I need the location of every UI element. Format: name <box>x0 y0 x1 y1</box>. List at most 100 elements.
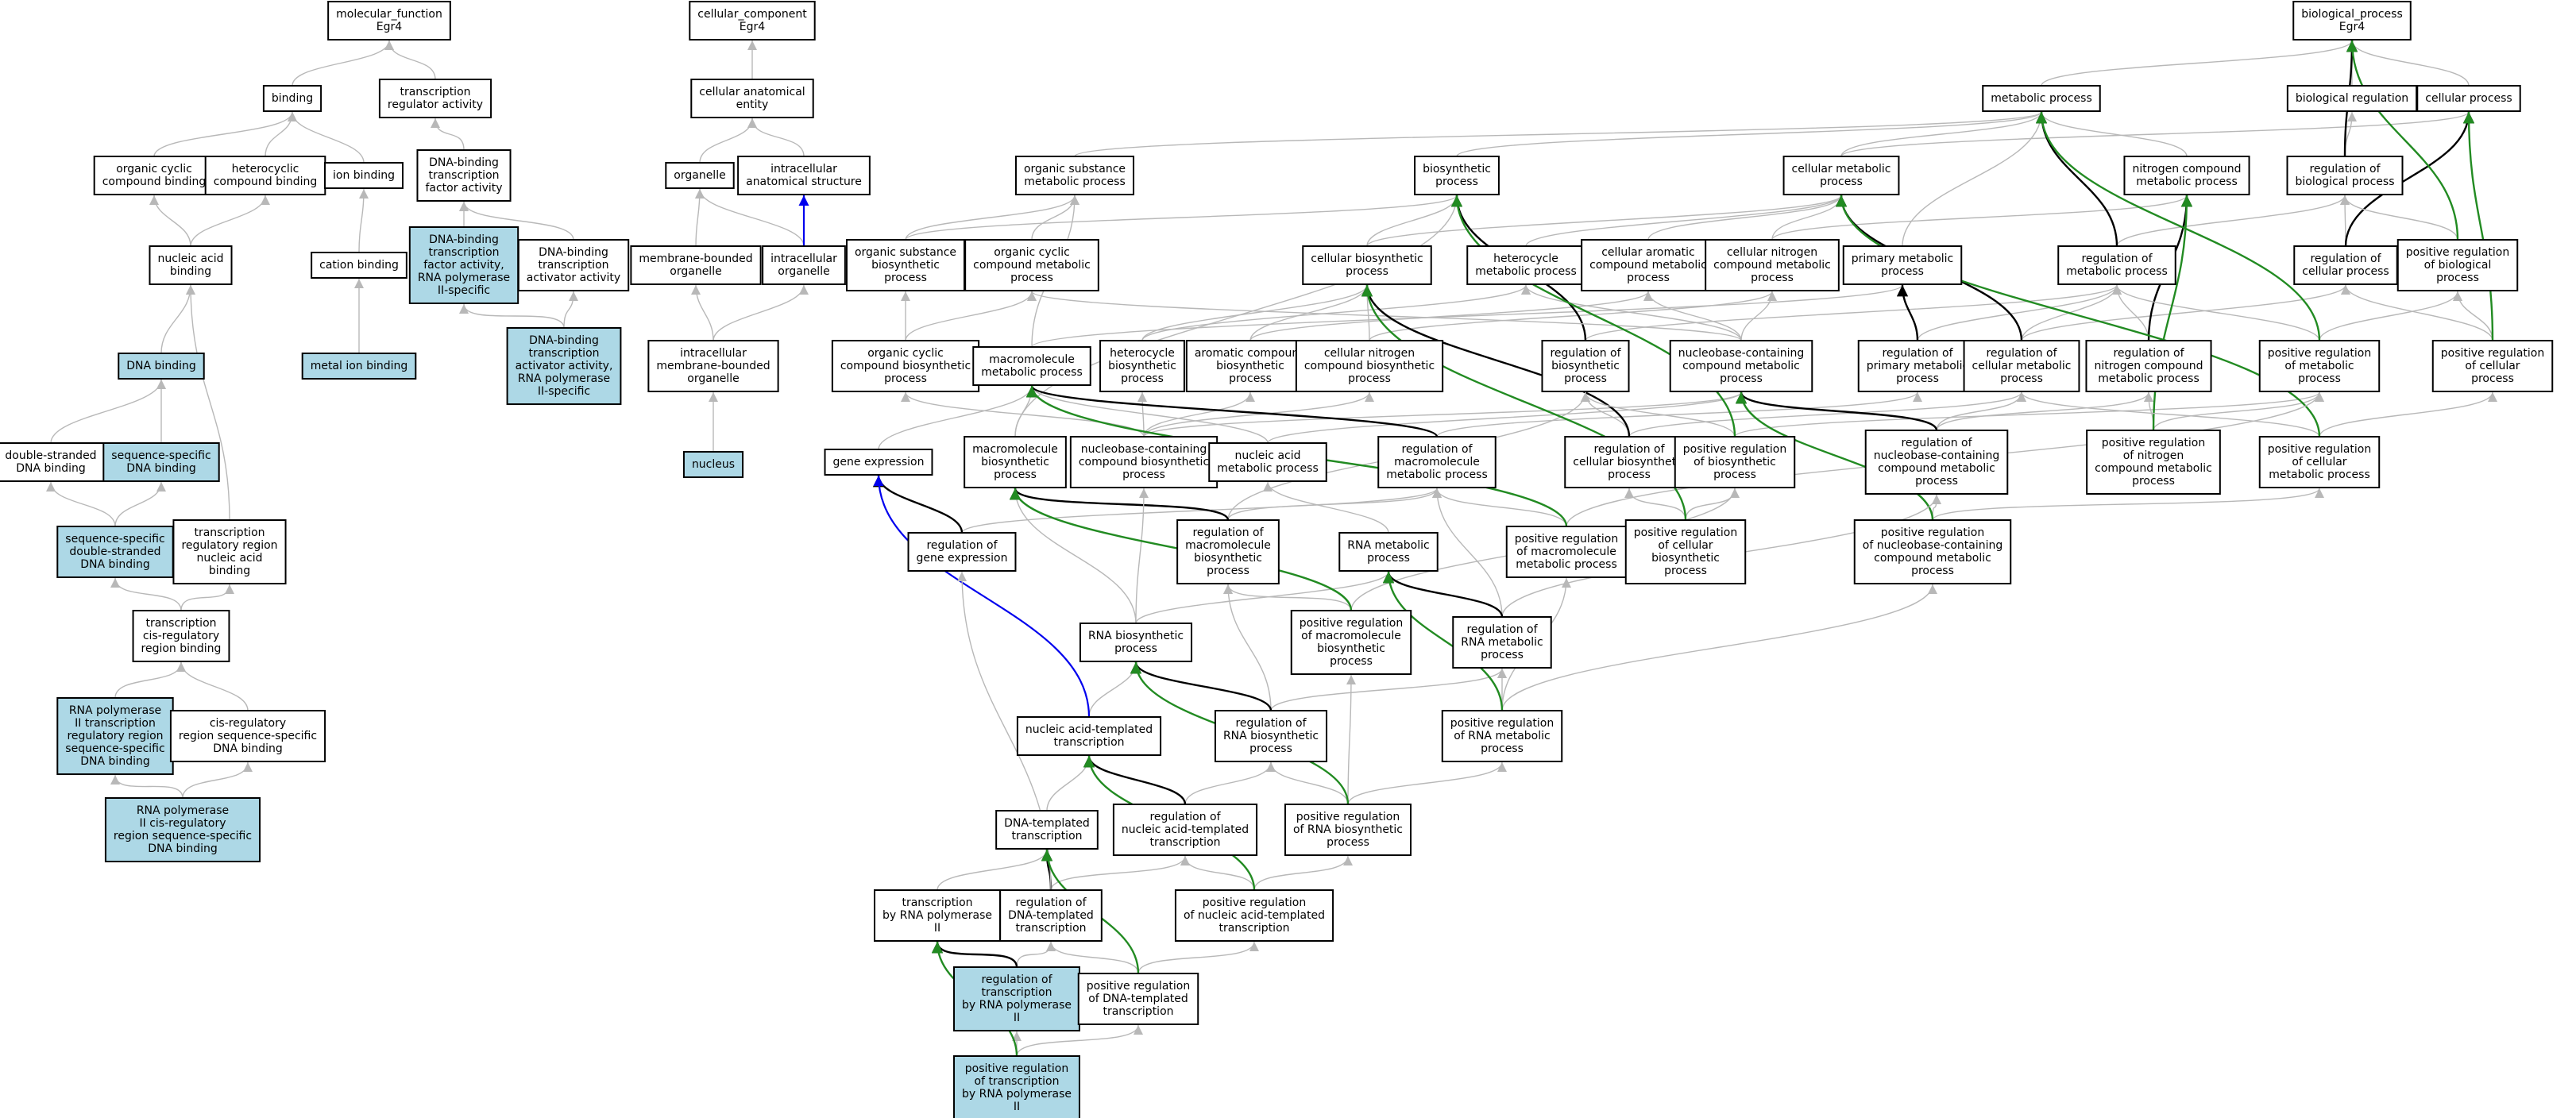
go-term-node-bioreg[interactable]: biological regulation <box>2286 85 2418 112</box>
node-label-line: cellular process <box>2302 265 2389 278</box>
go-term-node-metb[interactable]: metal ion binding <box>301 353 417 380</box>
edge-is-a-cmp-to-metproc <box>1840 111 2046 157</box>
go-term-node-regnbcmp[interactable]: regulation ofnucleobase-containingcompou… <box>1864 430 2009 495</box>
go-term-node-cellproc[interactable]: cellular process <box>2416 85 2521 112</box>
go-term-node-dnab[interactable]: DNA binding <box>118 353 205 380</box>
go-term-node-catb[interactable]: cation binding <box>311 252 407 279</box>
node-label-line: nucleobase-containing <box>1081 443 1207 456</box>
go-term-node-binding[interactable]: binding <box>262 85 322 112</box>
go-term-node-organelle[interactable]: organelle <box>665 162 735 189</box>
go-term-node-ionb[interactable]: ion binding <box>324 162 404 189</box>
node-label-line: process <box>884 372 927 385</box>
go-term-node-regmbp[interactable]: regulation ofmacromoleculebiosyntheticpr… <box>1176 519 1280 584</box>
go-term-node-geneexpr[interactable]: gene expression <box>824 449 933 476</box>
go-term-node-metproc[interactable]: metabolic process <box>1982 85 2101 112</box>
node-box <box>964 436 1067 488</box>
node-label-line: DNA-binding <box>529 334 599 347</box>
edge-is-a-occb-to-binding <box>153 111 297 157</box>
go-term-node-nucleus[interactable]: nucleus <box>682 451 744 478</box>
edge-is-a-cellproc-to-bp_root <box>2347 40 2470 87</box>
